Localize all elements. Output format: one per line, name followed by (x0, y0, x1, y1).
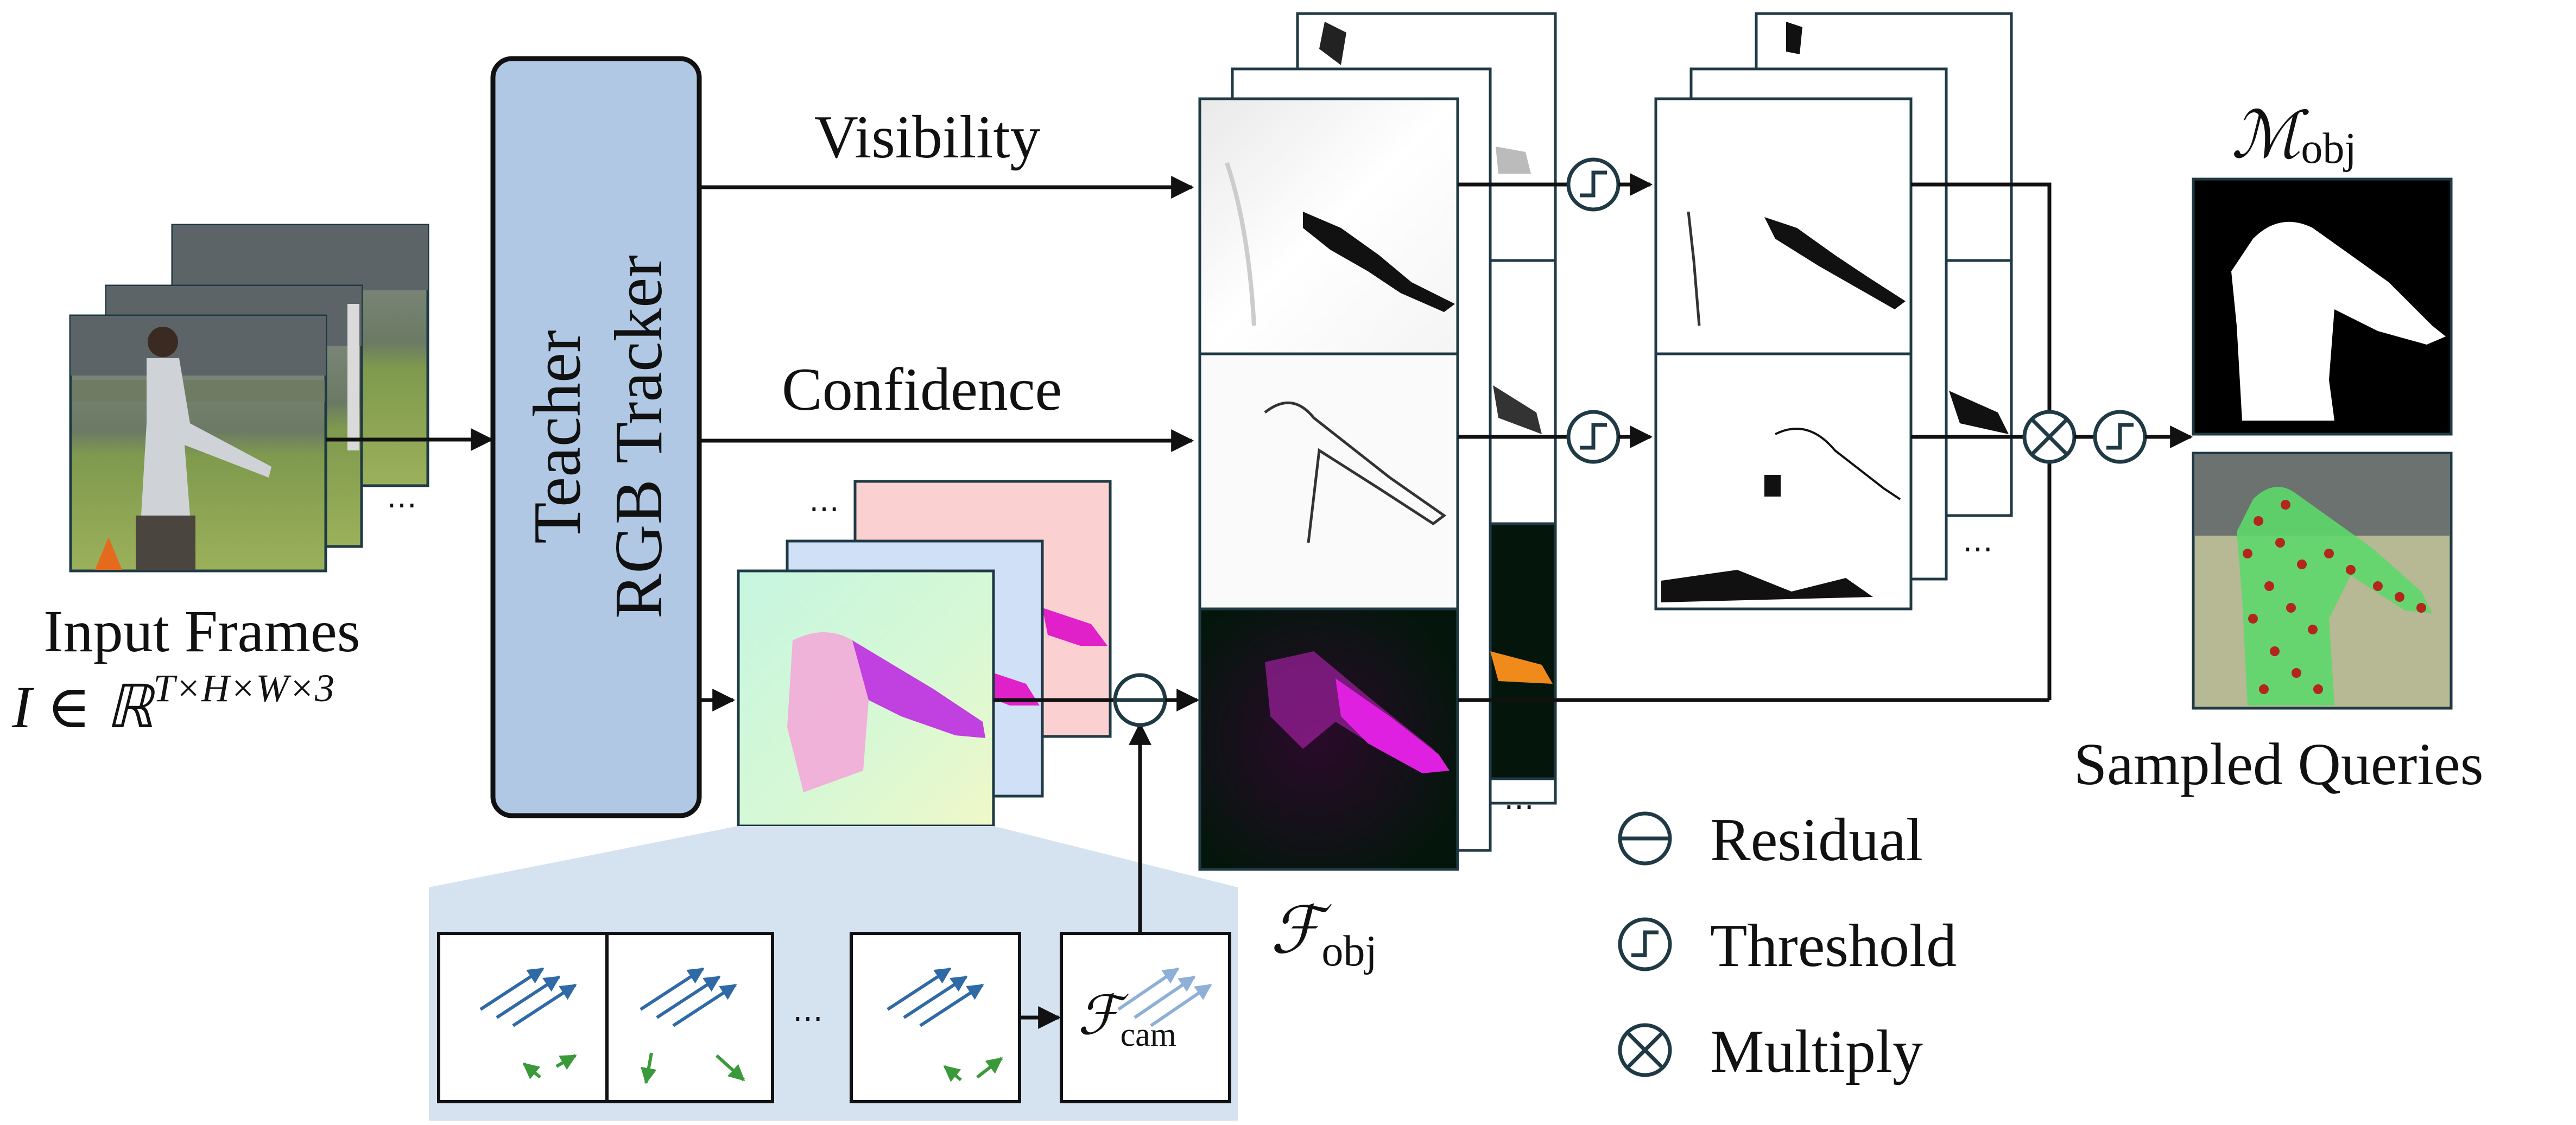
mask-obj-label: ℳobj (2231, 99, 2357, 173)
legend-residual-icon (1618, 811, 1672, 866)
confidence-map (1198, 352, 1459, 611)
object-mask-output (2192, 177, 2453, 436)
teacher-label-line2: RGB Tracker (602, 255, 676, 619)
sampled-queries-label: Sampled Queries (2074, 731, 2484, 797)
teacher-label-line1: Teacher (520, 330, 595, 544)
confidence-label: Confidence (782, 356, 1062, 423)
threshold-node-visibility (1566, 157, 1621, 212)
mask-ellipsis: ⋯ (1963, 532, 1993, 566)
query-points (2243, 500, 2426, 694)
teacher-flow-ellipsis: ⋯ (809, 492, 839, 526)
object-flow-ellipsis: ⋯ (1504, 790, 1534, 824)
camera-flow-panels: ⋯ (437, 932, 1231, 1103)
input-ellipsis: ⋯ (387, 488, 417, 522)
legend: Residual Threshold Multiply (1618, 806, 1957, 1085)
input-formula: I ∈ ℝT×H×W×3 (11, 666, 334, 740)
legend-threshold-icon (1618, 917, 1672, 971)
input-frames-title: Input Frames (43, 598, 360, 664)
input-frame-front (69, 314, 327, 573)
threshold-node-final (2093, 410, 2147, 464)
input-frame-stack: ⋯ (69, 224, 429, 573)
legend-threshold-label: Threshold (1710, 912, 1957, 980)
teacher-flow-stack: ⋯ (737, 480, 1112, 828)
residual-node (1113, 673, 1167, 727)
threshold-node-confidence (1566, 410, 1621, 464)
person-silhouette (141, 358, 271, 516)
visibility-label: Visibility (814, 104, 1040, 171)
vis-conf-stack: ⋯ (1198, 12, 1557, 871)
legend-multiply-label: Multiply (1710, 1018, 1923, 1085)
camera-ellipsis: ⋯ (793, 1002, 823, 1035)
multiply-node (2022, 410, 2077, 464)
legend-multiply-icon (1618, 1023, 1672, 1077)
teacher-tracker-block (490, 56, 702, 818)
sampled-queries-output (2192, 452, 2453, 710)
binary-mask-stack: ⋯ (1654, 12, 2013, 611)
legend-residual-label: Residual (1710, 806, 1923, 874)
flow-object-label: ℱobj (1270, 894, 1377, 975)
